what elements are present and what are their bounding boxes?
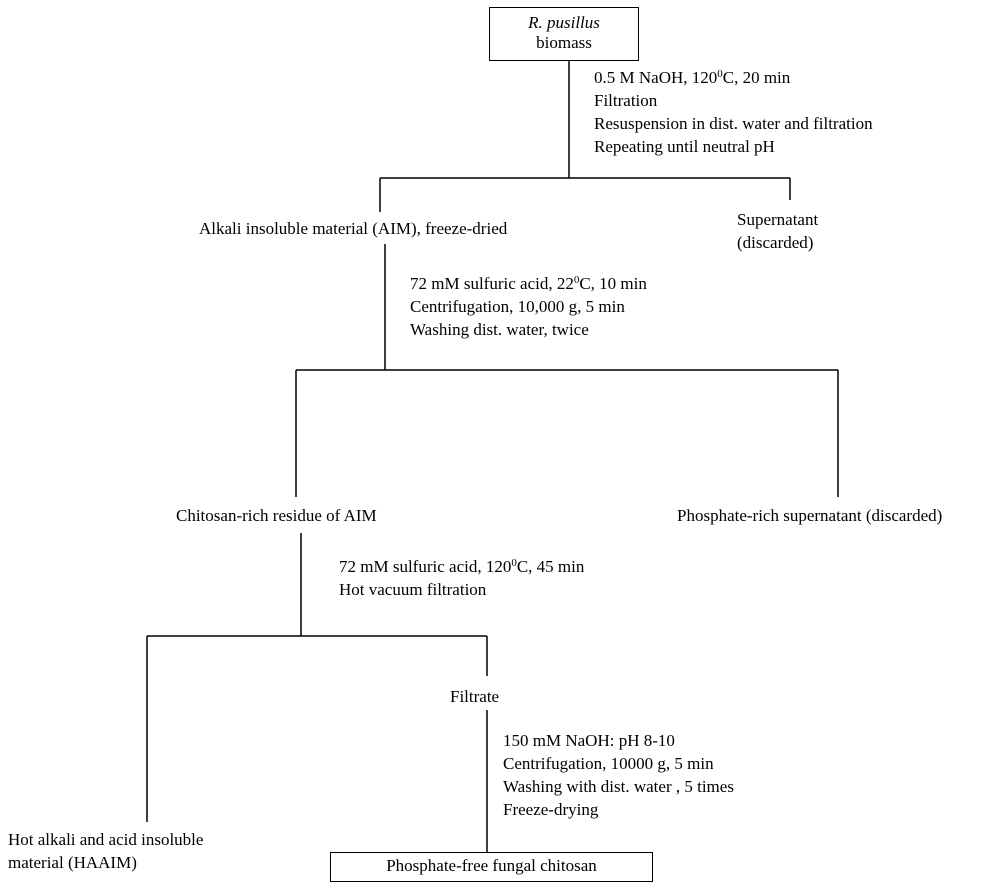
step2-line2: Centrifugation, 10,000 g, 5 min xyxy=(410,297,625,316)
haaim-node: Hot alkali and acid insoluble material (… xyxy=(8,828,203,874)
step4-line3: Washing with dist. water , 5 times xyxy=(503,777,734,796)
step4-line2: Centrifugation, 10000 g, 5 min xyxy=(503,754,714,773)
supernatant-line1: Supernatant xyxy=(737,210,819,229)
aim-node: Alkali insoluble material (AIM), freeze-… xyxy=(199,219,508,238)
step3-line1: 72 mM sulfuric acid, 1200C, 45 min xyxy=(339,557,585,576)
step2-conditions: 72 mM sulfuric acid, 220C, 10 min Centri… xyxy=(410,272,647,341)
step1-line4: Repeating until neutral pH xyxy=(594,137,775,156)
final-product-box: Phosphate-free fungal chitosan xyxy=(330,852,653,882)
supernatant-node: Supernatant (discarded) xyxy=(737,208,818,254)
step4-line4: Freeze-drying xyxy=(503,800,599,819)
step2-line3: Washing dist. water, twice xyxy=(410,320,589,339)
haaim-line2: material (HAAIM) xyxy=(8,853,137,872)
biomass-box: R. pusillus biomass xyxy=(489,7,639,61)
step1-line3: Resuspension in dist. water and filtrati… xyxy=(594,114,873,133)
haaim-line1: Hot alkali and acid insoluble xyxy=(8,830,204,849)
chitosan-residue-node: Chitosan-rich residue of AIM xyxy=(176,506,377,525)
species-name: R. pusillus xyxy=(528,13,600,32)
phosphate-supernatant-node: Phosphate-rich supernatant (discarded) xyxy=(677,506,943,525)
step3-conditions: 72 mM sulfuric acid, 1200C, 45 min Hot v… xyxy=(339,555,584,601)
biomass-label: biomass xyxy=(536,33,592,52)
step1-line1: 0.5 M NaOH, 1200C, 20 min xyxy=(594,68,791,87)
step1-line2: Filtration xyxy=(594,91,658,110)
step2-line1: 72 mM sulfuric acid, 220C, 10 min xyxy=(410,274,647,293)
step1-conditions: 0.5 M NaOH, 1200C, 20 min Filtration Res… xyxy=(594,66,873,158)
supernatant-line2: (discarded) xyxy=(737,233,814,252)
filtrate-node: Filtrate xyxy=(450,687,500,706)
step3-line2: Hot vacuum filtration xyxy=(339,580,487,599)
step4-conditions: 150 mM NaOH: pH 8-10 Centrifugation, 100… xyxy=(503,729,734,821)
step4-line1: 150 mM NaOH: pH 8-10 xyxy=(503,731,675,750)
